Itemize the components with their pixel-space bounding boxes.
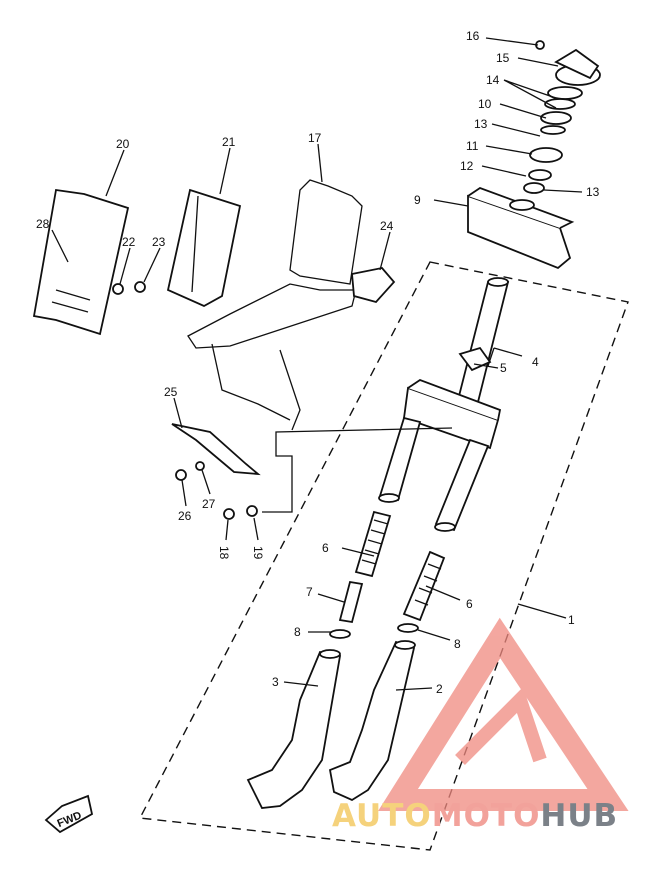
callout-6a: 6 — [322, 541, 329, 555]
small-bracket-and-hardware — [112, 281, 261, 520]
fork-springs — [354, 510, 446, 622]
watermark-text: AUTOMOTOHUB — [332, 798, 618, 834]
outer-tubes — [246, 640, 416, 809]
callout-27: 27 — [202, 497, 216, 511]
callout-13a: 13 — [474, 117, 488, 131]
callout-2: 2 — [436, 682, 443, 696]
callout-17: 17 — [308, 131, 322, 145]
leader-lines — [51, 37, 583, 691]
callout-23: 23 — [152, 235, 166, 249]
callout-11: 11 — [466, 139, 479, 153]
callout-16: 16 — [466, 29, 480, 43]
meter-housings — [32, 188, 242, 336]
callout-28: 28 — [36, 217, 50, 231]
callout-22: 22 — [122, 235, 136, 249]
callout-24: 24 — [380, 219, 394, 233]
fork-assembly-boundary — [138, 261, 629, 851]
callout-19: 19 — [251, 546, 265, 560]
fork-tubes — [378, 416, 490, 532]
callout-6b: 6 — [466, 597, 473, 611]
callout-26: 26 — [178, 509, 192, 523]
callout-21: 21 — [222, 135, 236, 149]
callout-3: 3 — [272, 675, 279, 689]
steering-stem — [456, 277, 510, 403]
spacer-and-seals — [329, 580, 419, 639]
callout-10: 10 — [478, 97, 492, 111]
watermark-moto: MOTO — [431, 798, 541, 834]
callout-4: 4 — [532, 355, 539, 369]
callout-7: 7 — [306, 585, 313, 599]
callout-5: 5 — [500, 361, 507, 375]
callout-numbers: 1 2 3 4 5 6 6 7 8 8 9 10 11 12 13 13 14 … — [36, 29, 600, 696]
callout-1: 1 — [568, 613, 575, 627]
callout-9: 9 — [414, 193, 421, 207]
callout-12: 12 — [460, 159, 474, 173]
watermark-logo — [378, 617, 629, 811]
callout-8a: 8 — [294, 625, 301, 639]
callout-13b: 13 — [586, 185, 600, 199]
fwd-indicator: FWD — [44, 794, 94, 834]
watermark-hub: HUB — [540, 798, 619, 834]
upper-bracket — [467, 186, 575, 270]
watermark-auto: AUTO — [332, 798, 432, 834]
callout-20: 20 — [116, 137, 130, 151]
meter-bracket — [187, 179, 396, 431]
callout-14: 14 — [486, 73, 500, 87]
callout-18: 18 — [217, 546, 231, 560]
callout-8b: 8 — [454, 637, 461, 651]
lower-bracket — [403, 378, 502, 450]
callout-25: 25 — [164, 385, 178, 399]
callout-15: 15 — [496, 51, 510, 65]
top-nut-stack — [523, 40, 601, 194]
